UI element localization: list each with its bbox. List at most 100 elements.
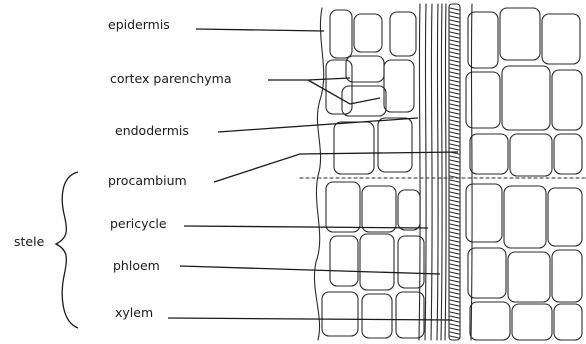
xylem-ring [450,32,459,34]
xylem-ring [450,40,459,42]
xylem-ring [450,12,459,14]
xylem-ring [450,216,459,218]
xylem-ring [450,92,459,94]
cell [334,122,374,174]
xylem-ring [450,48,459,50]
xylem-ring [450,112,459,114]
cell [330,10,352,58]
xylem-ring [450,292,459,294]
xylem-ring [450,124,459,126]
cell [508,252,550,302]
epidermis-outline [314,8,323,340]
xylem-ring [450,300,459,302]
xylem-ring [450,56,459,58]
cell [468,248,506,298]
xylem-ring [450,140,459,142]
xylem-ring [450,72,459,74]
label-endodermis: endodermis [115,124,189,138]
xylem-ring [450,332,459,334]
xylem-ring [450,144,459,146]
cell [398,190,420,230]
xylem-ring [450,172,459,174]
xylem-ring [450,80,459,82]
xylem-ring [450,160,459,162]
cell [362,294,392,338]
label-cortex-parenchyma: cortex parenchyma [110,72,232,86]
xylem-ring [450,248,459,250]
cell [470,134,508,174]
cell [466,184,502,242]
label-epidermis: epidermis [108,18,170,32]
xylem-ring [450,104,459,106]
label-pericycle: pericycle [110,217,167,231]
cell [500,8,540,60]
vascular-strand [471,4,472,340]
xylem-ring [450,184,459,186]
vascular-strand [437,4,438,340]
xylem-ring [450,224,459,226]
xylem-ring [450,88,459,90]
xylem-ring [450,164,459,166]
leader-xylem [168,318,452,320]
xylem-ring [450,120,459,122]
xylem-ring [450,208,459,210]
cell [360,234,394,290]
xylem-ring [450,304,459,306]
cell [552,70,582,130]
xylem-ring [450,100,459,102]
xylem-ring [450,232,459,234]
xylem-ring [450,284,459,286]
stele-bracket [56,172,78,328]
cell [322,292,358,336]
xylem-ring [450,288,459,290]
xylem-ring [450,268,459,270]
xylem-ring [450,228,459,230]
xylem-ring [450,328,459,330]
xylem-ring [450,196,459,198]
xylem-ring [450,52,459,54]
xylem-ring [450,236,459,238]
xylem-ring [450,312,459,314]
xylem-ring [450,252,459,254]
xylem-ring [450,168,459,170]
label-stele: stele [14,235,44,249]
xylem-ring [450,60,459,62]
cell [542,14,580,64]
cell [470,302,510,340]
xylem-ring [450,20,459,22]
cell [326,182,360,232]
leader-pericycle [184,226,428,228]
vascular-strand [445,4,446,340]
xylem-ring [450,44,459,46]
xylem-ring [450,28,459,30]
xylem-ring [450,296,459,298]
xylem-ring [450,188,459,190]
cell [552,250,582,302]
xylem-ring [450,276,459,278]
xylem-ring [450,336,459,338]
xylem-ring [450,280,459,282]
xylem-ring [450,200,459,202]
xylem-ring [450,136,459,138]
cell [554,304,582,340]
xylem-ring [450,244,459,246]
xylem-ring [450,156,459,158]
vascular-strand [431,4,432,340]
cell [378,118,412,172]
xylem-ring [450,108,459,110]
xylem-ring [450,180,459,182]
cell [330,236,358,286]
xylem-ring [450,192,459,194]
cell [362,186,396,232]
label-phloem: phloem [113,259,160,273]
cell [510,134,552,176]
xylem-ring [450,16,459,18]
cell [384,60,414,112]
xylem-ring [450,84,459,86]
cell [504,186,546,248]
xylem-ring [450,8,459,10]
cell [502,66,550,130]
xylem-ring [450,260,459,262]
xylem-ring [450,128,459,130]
